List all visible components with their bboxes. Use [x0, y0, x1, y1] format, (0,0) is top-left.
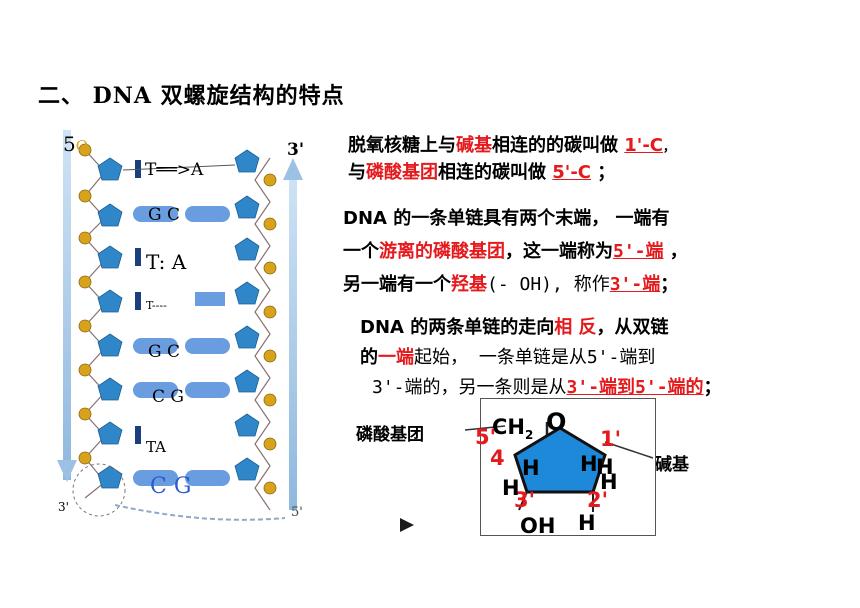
pair-label-7: TA	[146, 438, 167, 456]
hydrogen-1b: H	[596, 455, 614, 479]
deoxyribose-diagram	[464, 422, 654, 512]
base-label: 碱基	[655, 455, 689, 475]
page-title: 二、 DNA 双螺旋结构的特点	[38, 83, 345, 109]
left-sugars	[97, 157, 123, 489]
ch2-label: CH2	[492, 415, 534, 443]
right-backbone	[254, 157, 271, 511]
pair-label-2: G C	[148, 205, 180, 225]
up-arrow-icon	[283, 158, 303, 180]
carbon-1-label: 1'	[600, 427, 622, 451]
label-3-prime-top: 3'	[287, 140, 305, 160]
hydrogen-2-bottom: H	[578, 511, 596, 535]
label-3-prime-bottom: 3'	[58, 500, 69, 514]
para3-line2: 的一端起始， 一条单链是从5'-端到	[360, 347, 656, 368]
sugar-ring	[513, 426, 607, 494]
para2-line2: 一个游离的磷酸基团，这一端称为5'-端 ，	[343, 241, 688, 262]
strand-direction-bar-right	[289, 170, 297, 510]
carbon-5-label: 5'	[475, 425, 497, 449]
para1-line2: 与磷酸基团相连的碳叫做 5'-C ；	[348, 162, 616, 183]
base-pairs	[122, 160, 236, 486]
para2-line1: DNA 的一条单链具有两个末端， 一端有	[343, 208, 670, 229]
strand-direction-bar-left	[63, 130, 71, 480]
hydrogen-4: H	[522, 456, 540, 480]
right-sugars	[234, 149, 260, 481]
pair-label-3: T: A	[146, 250, 187, 274]
connector-dashed-line	[114, 504, 286, 521]
carbon-4-label: 4	[490, 446, 505, 470]
para1-line1: 脱氧核糖上与碱基相连的的碳叫做 1'-C，	[348, 135, 676, 156]
left-phosphates	[78, 143, 92, 465]
para2-line3: 另一端有一个羟基(- OH), 称作3'-端；	[343, 274, 679, 295]
pair-label-6: C G	[152, 387, 184, 407]
phosphate-pointer-line	[464, 425, 506, 431]
phosphate-group-label: 磷酸基团	[356, 425, 424, 445]
carbon-3-label: 3'	[514, 488, 536, 512]
base-pointer-line	[604, 441, 654, 459]
label-5-prime-top: 5O	[63, 132, 89, 156]
pair-label-4: T----	[146, 299, 167, 312]
dna-ladder-diagram	[57, 130, 303, 521]
hydroxyl-label: OH	[520, 514, 556, 538]
pair-label-8: C G	[150, 474, 192, 499]
pair-label-1: T══>A	[145, 160, 204, 180]
ring-oxygen: O	[546, 408, 567, 436]
pair-label-5: G C	[148, 342, 180, 362]
sugar-diagram-frame	[480, 398, 656, 536]
hydrogen-3: H	[502, 476, 520, 500]
play-icon[interactable]	[400, 518, 414, 532]
para3-line3: 3'-端的，另一条则是从3'-端到5'-端的；	[372, 377, 722, 398]
highlight-circle	[72, 463, 126, 517]
carbon-2-label: 2'	[587, 488, 609, 512]
down-arrow-icon	[57, 460, 77, 482]
hydrogen-2: H	[600, 470, 618, 494]
right-phosphates	[263, 173, 277, 495]
hydrogen-1: H	[580, 452, 598, 476]
c3-bond	[518, 491, 528, 511]
label-5-prime-bottom: 5'	[291, 505, 303, 520]
para3-line1: DNA 的两条单链的走向相 反，从双链	[360, 317, 669, 338]
